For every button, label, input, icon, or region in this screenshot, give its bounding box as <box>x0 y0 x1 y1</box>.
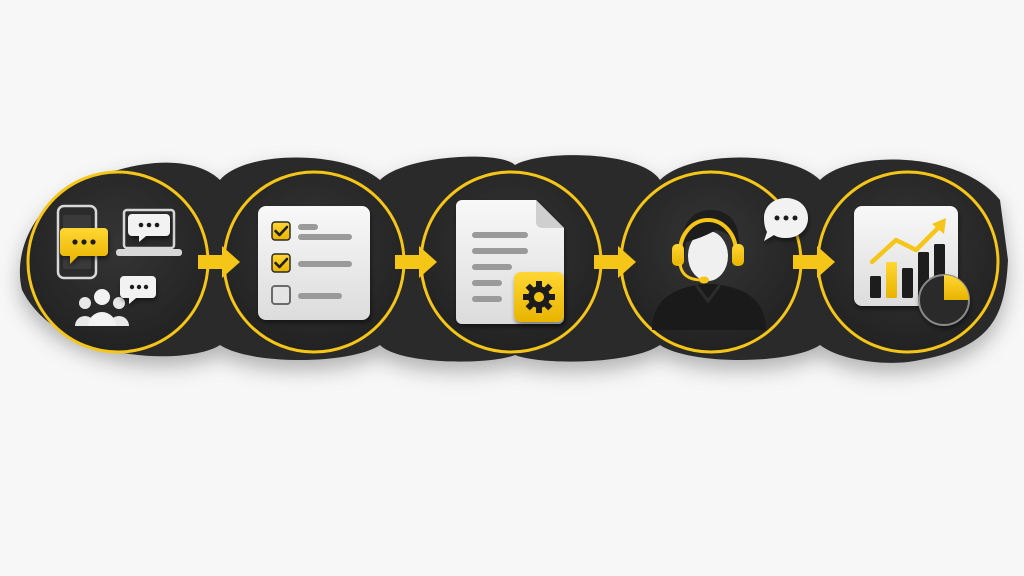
agent-body <box>652 284 766 330</box>
headset-icon <box>672 218 744 284</box>
connector-3-4 <box>594 246 636 278</box>
empty-box-icon <box>271 285 291 305</box>
laptop-icon <box>116 208 182 256</box>
gear-icon <box>514 272 564 322</box>
checklist-icon <box>258 206 370 320</box>
connector-4-5 <box>793 246 835 278</box>
user-group-icon <box>75 276 156 326</box>
arrow-right-icon <box>793 246 835 278</box>
chat-bubble-icon <box>764 198 808 241</box>
connector-2-3 <box>395 246 437 278</box>
analytics-report-icon <box>854 206 970 326</box>
checked-box-icon <box>271 253 291 273</box>
support-agent-icon <box>652 198 808 330</box>
trend-arrow-icon <box>869 218 946 265</box>
bar-chart-icon <box>870 244 945 298</box>
pie-chart-icon <box>918 274 970 326</box>
arrow-right-icon <box>594 246 636 278</box>
arrow-right-icon <box>395 246 437 278</box>
multichannel-contact-icon <box>56 204 182 326</box>
connector-1-2 <box>198 246 240 278</box>
chat-bubble-icon <box>60 228 108 264</box>
arrow-right-icon <box>198 246 240 278</box>
checked-box-icon <box>271 221 291 241</box>
document-settings-icon <box>456 200 564 324</box>
